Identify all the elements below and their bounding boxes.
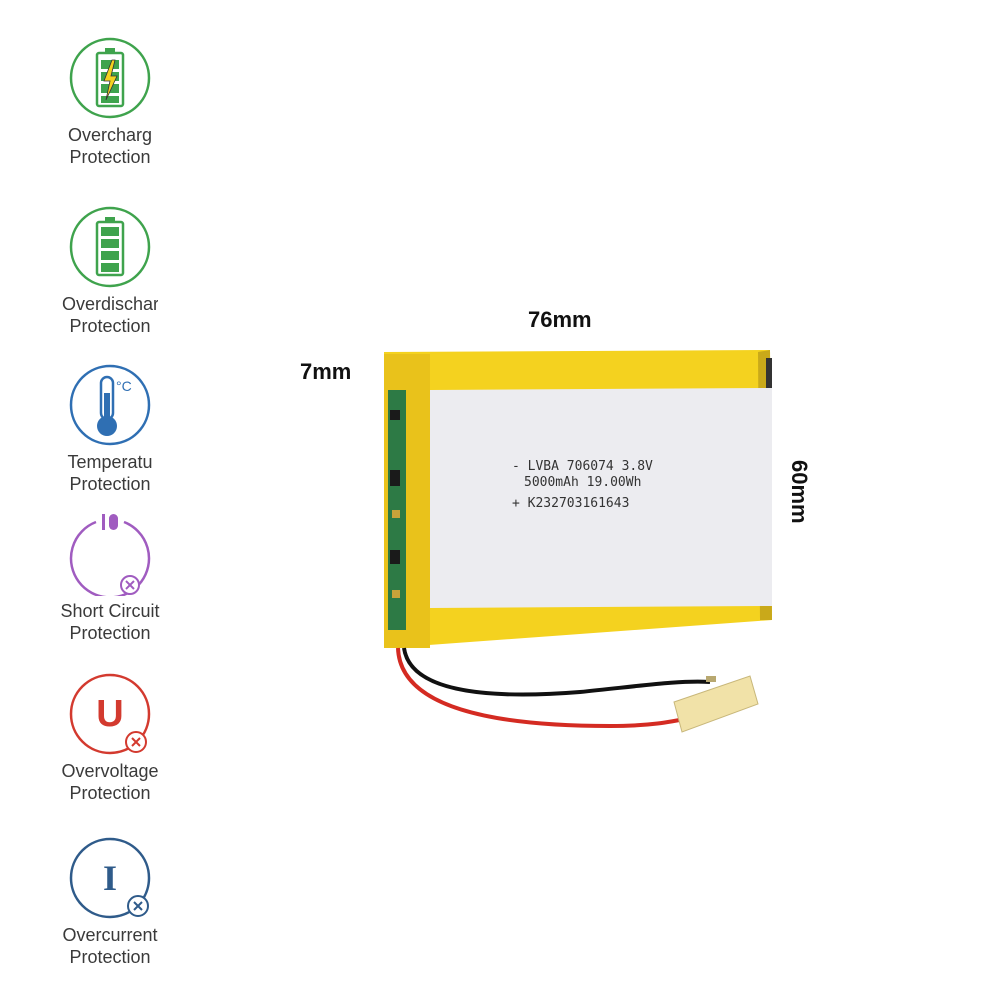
battery-charging-icon: [68, 36, 152, 120]
width-dimension-label: 76mm: [528, 307, 592, 332]
feature-subtitle: Protection: [69, 623, 151, 643]
voltage-glyph: U: [96, 693, 123, 735]
battery-label-line3: + K232703161643: [512, 496, 629, 511]
feature-subtitle: Protection: [69, 316, 151, 336]
feature-title: Overdischar: [62, 294, 158, 314]
short-circuit-icon: [68, 512, 152, 599]
feature-label: Overcurrent Protection: [20, 924, 200, 968]
current-glyph: I: [103, 858, 117, 898]
overvoltage-icon: U: [68, 672, 152, 756]
battery-label-line2: 5000mAh 19.00Wh: [524, 475, 641, 490]
feature-label: Temperatu Protection: [20, 451, 200, 495]
feature-overcurrent: I Overcurrent Protection: [20, 836, 200, 996]
feature-title: Temperatu: [67, 452, 153, 472]
battery-full-icon: [68, 205, 152, 289]
feature-overdischarge: Overdischar Protection: [20, 205, 200, 365]
feature-label: Overcharg Protection: [20, 124, 200, 168]
feature-overcharge: Overcharg Protection: [20, 36, 200, 196]
feature-title: Overcharg: [67, 125, 153, 145]
feature-label: Short Circuit Protection: [20, 600, 200, 644]
feature-label: Overdischar Protection: [20, 293, 200, 337]
feature-subtitle: Protection: [69, 474, 151, 494]
overcurrent-icon: I: [68, 836, 152, 920]
feature-title: Short Circuit: [60, 601, 160, 621]
feature-subtitle: Protection: [69, 947, 151, 967]
feature-title: Overvoltage: [61, 761, 159, 781]
feature-subtitle: Protection: [69, 783, 151, 803]
feature-overvoltage: U Overvoltage Protection: [20, 672, 200, 832]
battery-product-image: - LVBA 706074 3.8V 5000mAh 19.00Wh + K23…: [280, 330, 820, 770]
battery-label-line1: - LVBA 706074 3.8V: [512, 459, 653, 474]
feature-title: Overcurrent: [62, 925, 158, 945]
celsius-glyph: °C: [116, 378, 132, 394]
feature-subtitle: Protection: [69, 147, 151, 167]
feature-label: Overvoltage Protection: [20, 760, 200, 804]
feature-temperature: °C Temperatu Protection: [20, 363, 200, 523]
thickness-dimension-label: 7mm: [300, 359, 352, 384]
thermometer-icon: °C: [68, 363, 152, 447]
protection-features-list: Overcharg Protection Overdischar Protect…: [0, 0, 230, 1000]
feature-short-circuit: Short Circuit Protection: [20, 512, 200, 672]
